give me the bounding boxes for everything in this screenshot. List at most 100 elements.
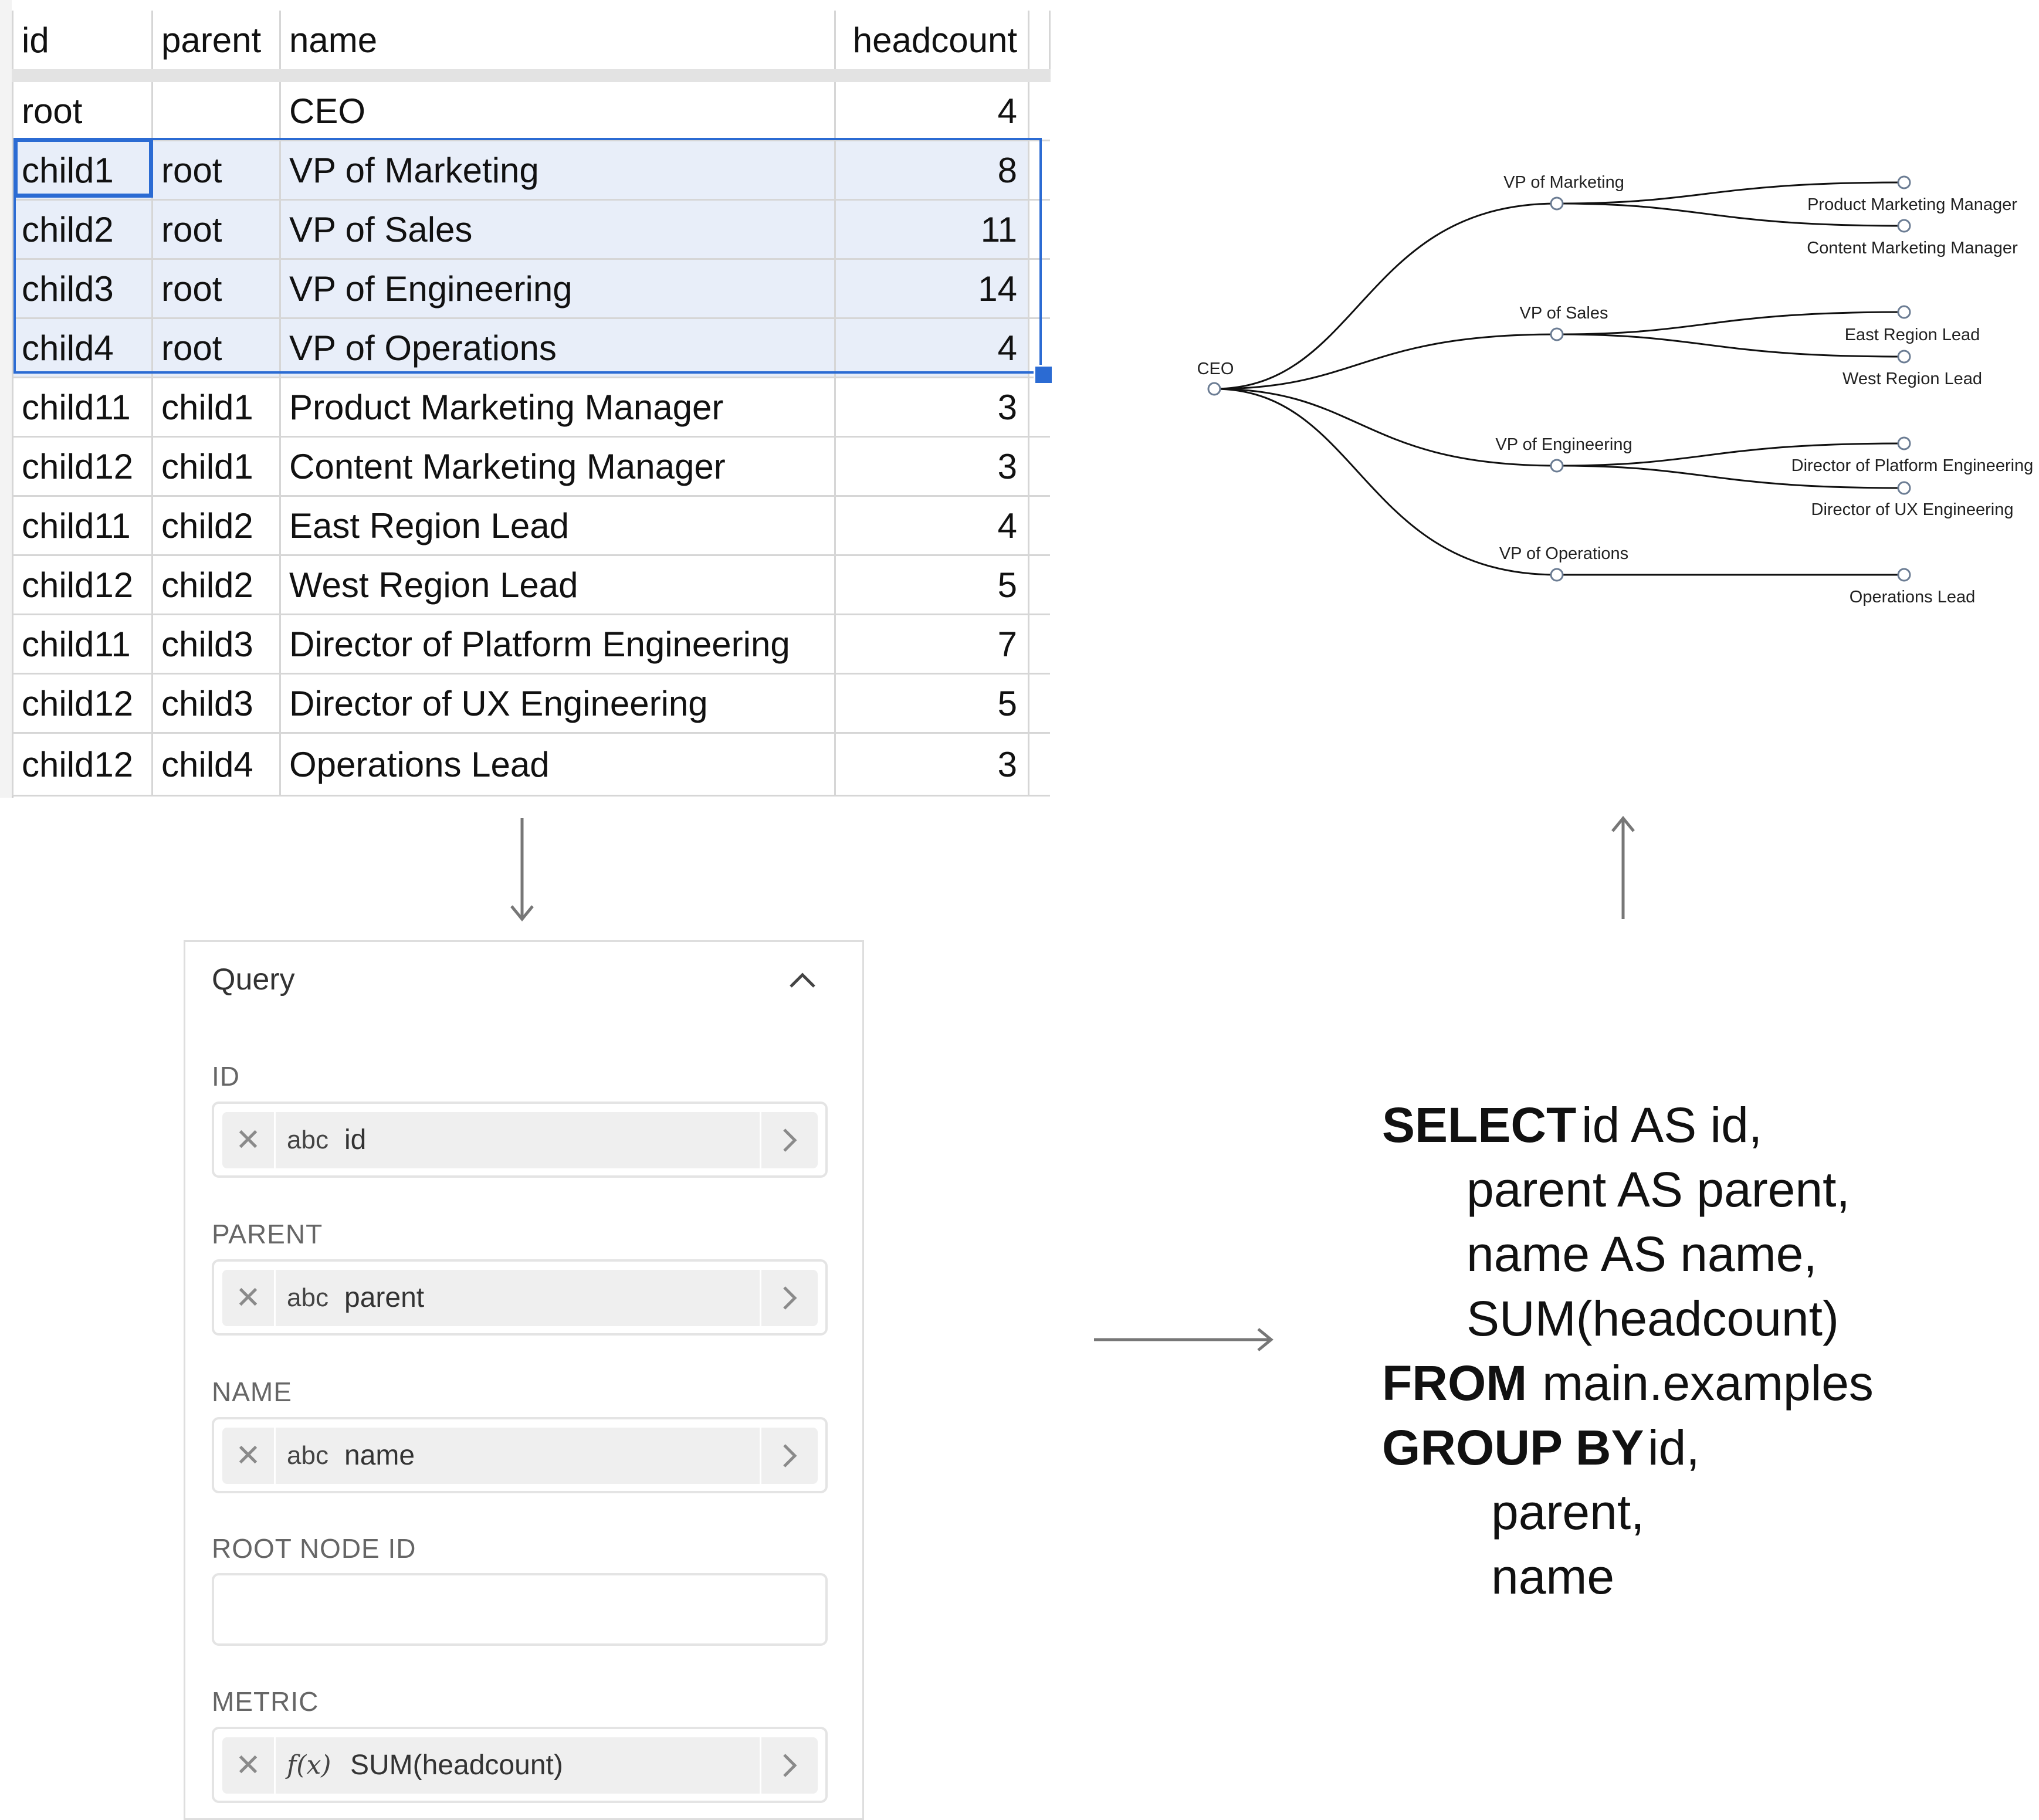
cell-name[interactable]: Content Marketing Manager (279, 436, 836, 497)
cell-id[interactable]: child3 (12, 258, 153, 319)
cell-id[interactable]: child11 (12, 614, 153, 675)
cell-name[interactable]: Director of UX Engineering (279, 673, 836, 734)
cell-parent[interactable]: root (151, 317, 281, 378)
cell-name[interactable]: VP of Engineering (279, 258, 836, 319)
chevron-right-icon[interactable] (760, 1428, 818, 1484)
cell-parent[interactable]: child2 (151, 495, 281, 556)
metric-pill[interactable]: ✕ f(x) SUM(headcount) (222, 1737, 818, 1794)
cell-spacer (1028, 199, 1050, 260)
tree-node[interactable] (1897, 436, 1911, 450)
tree-label-leaf: East Region Lead (1845, 326, 1980, 344)
chevron-right-icon[interactable] (760, 1270, 818, 1326)
sql-group-line: parent, (1491, 1485, 1645, 1540)
parent-column-pill[interactable]: ✕ abc parent (222, 1270, 818, 1326)
tree-node[interactable] (1897, 568, 1911, 582)
cell-headcount[interactable]: 4 (834, 317, 1029, 378)
tree-node[interactable] (1550, 196, 1564, 211)
tree-node[interactable] (1550, 568, 1564, 582)
cell-parent[interactable]: child2 (151, 554, 281, 615)
name-column-pill[interactable]: ✕ abc name (222, 1428, 818, 1484)
cell-parent[interactable]: child3 (151, 614, 281, 675)
cell-id[interactable]: child11 (12, 377, 153, 438)
cell-name[interactable]: VP of Marketing (279, 140, 836, 201)
tree-node[interactable] (1897, 175, 1911, 189)
tree-node[interactable] (1897, 481, 1911, 495)
remove-icon[interactable]: ✕ (222, 1428, 276, 1484)
table-row: child12 child4 Operations Lead 3 (12, 732, 1050, 797)
cell-headcount[interactable]: 8 (834, 140, 1029, 201)
tree-node[interactable] (1550, 459, 1564, 473)
column-header-headcount[interactable]: headcount (834, 0, 1029, 82)
tree-node[interactable] (1550, 327, 1564, 341)
cell-name[interactable]: VP of Operations (279, 317, 836, 378)
column-header-spacer (1028, 0, 1051, 82)
cell-name[interactable]: Director of Platform Engineering (279, 614, 836, 675)
cell-parent[interactable]: root (151, 258, 281, 319)
cell-headcount[interactable]: 5 (834, 673, 1029, 734)
cell-id[interactable]: child12 (12, 436, 153, 497)
tree-node[interactable] (1897, 305, 1911, 319)
cell-parent[interactable]: root (151, 140, 281, 201)
cell-spacer (1028, 258, 1050, 319)
table-row: child12 child3 Director of UX Engineerin… (12, 673, 1050, 734)
cell-headcount[interactable]: 7 (834, 614, 1029, 675)
remove-icon[interactable]: ✕ (222, 1737, 276, 1794)
cell-id[interactable]: child2 (12, 199, 153, 260)
cell-id[interactable]: child12 (12, 673, 153, 734)
sql-select-keyword: SELECT (1382, 1097, 1577, 1153)
tree-label-leaf: Operations Lead (1850, 588, 1975, 606)
fill-handle[interactable] (1034, 365, 1054, 385)
sql-select-line: name AS name, (1466, 1226, 1817, 1282)
tree-node[interactable] (1207, 382, 1221, 396)
metric-field[interactable]: ✕ f(x) SUM(headcount) (212, 1727, 828, 1803)
sql-select-line: SUM(headcount) (1466, 1291, 1839, 1346)
id-column-pill[interactable]: ✕ abc id (222, 1112, 818, 1168)
cell-headcount[interactable]: 11 (834, 199, 1029, 260)
cell-parent[interactable] (151, 74, 281, 141)
cell-id[interactable]: child11 (12, 495, 153, 556)
cell-headcount[interactable]: 4 (834, 74, 1029, 141)
cell-id[interactable]: child1 (12, 140, 153, 201)
cell-id[interactable]: child12 (12, 732, 153, 797)
cell-headcount[interactable]: 3 (834, 436, 1029, 497)
id-field[interactable]: ✕ abc id (212, 1102, 828, 1178)
cell-id[interactable]: child12 (12, 554, 153, 615)
column-header-id[interactable]: id (12, 0, 153, 82)
tree-link (1556, 465, 1905, 489)
remove-icon[interactable]: ✕ (222, 1112, 276, 1168)
cell-headcount[interactable]: 3 (834, 732, 1029, 797)
cell-headcount[interactable]: 4 (834, 495, 1029, 556)
root-node-id-input[interactable] (212, 1573, 828, 1646)
cell-name[interactable]: CEO (279, 74, 836, 141)
parent-field[interactable]: ✕ abc parent (212, 1259, 828, 1336)
tree-link (1214, 333, 1557, 390)
cell-parent[interactable]: child1 (151, 436, 281, 497)
cell-spacer (1028, 74, 1050, 141)
tree-node[interactable] (1897, 350, 1911, 364)
cell-name[interactable]: West Region Lead (279, 554, 836, 615)
tree-link (1214, 202, 1557, 390)
chevron-up-icon[interactable] (788, 971, 817, 989)
cell-name[interactable]: Product Marketing Manager (279, 377, 836, 438)
name-field[interactable]: ✕ abc name (212, 1417, 828, 1493)
cell-name[interactable]: East Region Lead (279, 495, 836, 556)
cell-parent[interactable]: child4 (151, 732, 281, 797)
cell-id[interactable]: root (12, 74, 153, 141)
cell-headcount[interactable]: 14 (834, 258, 1029, 319)
cell-id[interactable]: child4 (12, 317, 153, 378)
chevron-right-icon[interactable] (760, 1112, 818, 1168)
cell-headcount[interactable]: 5 (834, 554, 1029, 615)
remove-icon[interactable]: ✕ (222, 1270, 276, 1326)
cell-headcount[interactable]: 3 (834, 377, 1029, 438)
cell-name[interactable]: Operations Lead (279, 732, 836, 797)
tree-node[interactable] (1897, 219, 1911, 233)
cell-parent[interactable]: child3 (151, 673, 281, 734)
column-header-name[interactable]: name (279, 0, 836, 82)
tree-label-leaf: West Region Lead (1842, 370, 1982, 388)
chevron-right-icon[interactable] (760, 1737, 818, 1794)
cell-parent[interactable]: child1 (151, 377, 281, 438)
column-header-parent[interactable]: parent (151, 0, 281, 82)
tree-label-vp: VP of Engineering (1495, 435, 1632, 454)
cell-name[interactable]: VP of Sales (279, 199, 836, 260)
cell-parent[interactable]: root (151, 199, 281, 260)
